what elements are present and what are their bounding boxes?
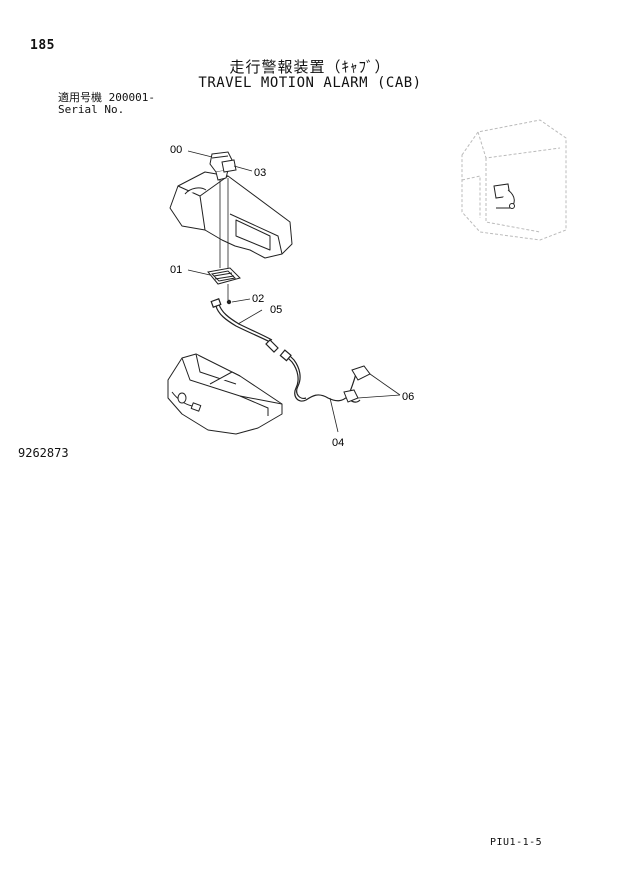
serial-label-jp: 適用号機: [58, 91, 102, 104]
callout-06: 06: [402, 391, 414, 403]
serial-range: 200001-: [108, 91, 155, 104]
console-upper: [169, 171, 293, 259]
callout-02: 02: [252, 293, 264, 305]
callout-01: 01: [170, 264, 182, 276]
callout-05: 05: [270, 304, 282, 316]
bezel-part-01: [207, 267, 241, 285]
page-number: 185: [30, 38, 55, 53]
cab-silhouette: [461, 119, 567, 241]
cab-alarm-harness: [493, 183, 515, 209]
screw-part-02: [226, 284, 232, 305]
callout-04: 04: [332, 437, 344, 449]
leader-06-b: [357, 394, 401, 399]
drawing-number: 9262873: [18, 446, 69, 460]
title-english: TRAVEL MOTION ALARM (CAB): [198, 75, 422, 91]
harness-part-05: [210, 298, 279, 353]
callout-leaders: [187, 150, 339, 433]
footer-code: PIU1-1-5: [490, 837, 543, 848]
connector-part-06: [343, 365, 371, 403]
leader-06-a: [369, 373, 401, 396]
serial-info: 適用号機 200001- Serial No.: [58, 92, 155, 116]
title-japanese: 走行警報装置（ｷｬﾌﾞ）: [229, 58, 391, 76]
console-lower: [167, 353, 283, 435]
callout-00: 00: [170, 144, 182, 156]
switch-part-03: [221, 159, 237, 173]
callout-03: 03: [254, 167, 266, 179]
serial-label-en: Serial No.: [58, 103, 125, 116]
